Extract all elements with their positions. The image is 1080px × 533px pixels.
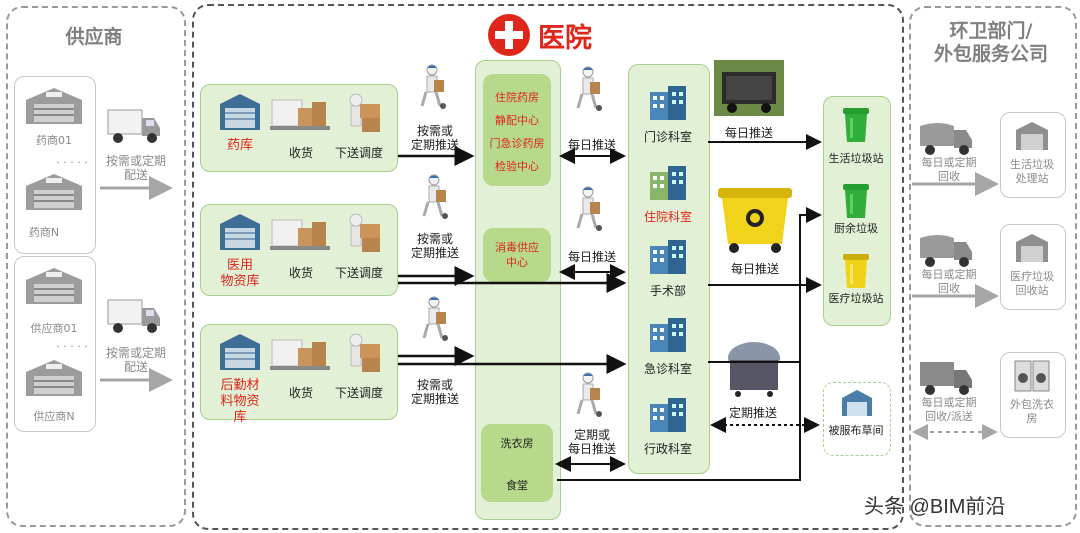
center-top-item: 静配中心 [495,114,539,127]
pharma1-label: 药商01 [36,134,72,147]
porter-icon [420,174,450,220]
green-bin-icon [843,184,869,218]
center-mid-box [483,228,551,282]
warehouse-name: 医用 物资库 [220,258,260,289]
waste-push-label: 每日推送 [724,126,773,140]
linen-label: 被服布草间 [828,424,884,437]
daily-push-label: 定期或 每日推送 [567,428,616,456]
truck-icon [107,109,160,143]
push-label: 按需或 定期推送 [410,232,459,260]
porter-icon [574,186,604,232]
push-label: 按需或 定期推送 [410,378,459,406]
warehouse-building-icon [218,212,262,252]
dept-label: 门诊科室 [643,130,692,144]
center-top-item: 检验中心 [495,160,539,173]
warehouse-name: 后勤材 料物资 库 [220,378,260,425]
worker-boxes-icon [346,212,382,256]
dept-label: 手术部 [649,284,686,298]
worker-boxes-icon [346,332,382,376]
sanitation-panel [909,6,1077,527]
porter-icon [420,296,450,342]
garbage-cart-image [714,60,784,116]
delivery-label: 按需或定期 配送 [105,154,166,182]
dispatch-label: 下送调度 [334,386,383,400]
hospital-building-icon [646,238,690,276]
center-mid-label: 消毒供应 中心 [495,241,539,269]
supplier1-label: 供应商01 [30,322,78,335]
dots: · · · · · [56,156,88,169]
delivery-label: 按需或定期 配送 [105,346,166,374]
porter-icon [418,64,448,110]
warehouse-building-icon [218,92,262,132]
boxes-icon [270,334,330,372]
yellow-bin-icon [843,254,869,288]
hospital-panel [192,4,904,530]
porter-icon [574,372,604,418]
warehouse-icon [1014,232,1050,264]
warehouse-building-icon [218,332,262,372]
push-label: 按需或 定期推送 [410,124,459,152]
hospital-title: 医院 [538,23,592,54]
receive-label: 收货 [288,266,313,280]
center-top-item: 门急诊药房 [489,137,545,150]
center-bottom-box [481,424,553,502]
red-cross-icon [488,14,530,56]
dispatch-label: 下送调度 [334,146,383,160]
pharmaN-label: 药商N [28,226,60,239]
station-label: 医疗垃圾站 [828,292,884,305]
sanitation-title: 环卫部门/ 外包服务公司 [933,20,1048,65]
station-label: 厨余垃圾 [834,222,878,235]
center-bottom-item: 食堂 [506,479,528,492]
watermark: 头条 @BIM前沿 [864,496,1006,518]
collect-label: 每日或定期 回收 [921,156,977,183]
waste-push-label: 定期推送 [728,406,777,420]
center-top-box [483,74,551,186]
dept-label: 行政科室 [643,442,692,456]
dept-label: 住院科室 [643,210,692,224]
collect-label: 每日或定期 回收 [921,268,977,295]
warehouse-icon [26,360,82,396]
waste-push-label: 每日推送 [730,262,779,276]
warehouse-icon [26,174,82,210]
suppliers-panel [6,6,186,527]
receive-label: 收货 [288,146,313,160]
dispatch-label: 下送调度 [334,266,383,280]
facility-label: 医疗垃圾 回收站 [1010,270,1054,297]
worker-boxes-icon [346,92,382,136]
warehouse-name: 药库 [226,138,253,153]
dots: · · · · · [56,340,88,353]
warehouse-icon [26,268,82,304]
garbage-truck-icon [918,232,974,268]
center-bottom-item: 洗衣房 [500,437,534,450]
hospital-building-icon [646,84,690,122]
facility-label: 外包洗衣 房 [1010,398,1054,425]
station-label: 生活垃圾站 [828,152,884,165]
truck-icon [918,360,974,396]
garbage-truck-icon [918,120,974,156]
boxes-icon [270,214,330,252]
daily-push-label: 每日推送 [567,250,616,264]
collect-label: 每日或定期 回收/派送 [921,396,977,423]
facility-label: 生活垃圾 处理站 [1010,158,1054,185]
hospital-building-icon [646,316,690,354]
porter-icon [574,66,604,112]
warehouse-icon [26,88,82,124]
building-icon [842,390,872,416]
receive-label: 收货 [288,386,313,400]
center-top-item: 住院药房 [495,91,539,104]
green-bin-icon [843,108,869,142]
hospital-building-icon [646,396,690,434]
washing-machine-icon [1014,360,1050,392]
boxes-icon [270,94,330,132]
supplierN-label: 供应商N [33,410,75,423]
warehouse-icon [1014,120,1050,152]
suppliers-title: 供应商 [65,26,123,48]
dept-label: 急诊科室 [643,362,692,376]
laundry-cart-image [728,342,780,397]
yellow-bin-image [718,188,792,253]
hospital-building-icon [646,164,690,202]
truck-icon [107,299,160,333]
